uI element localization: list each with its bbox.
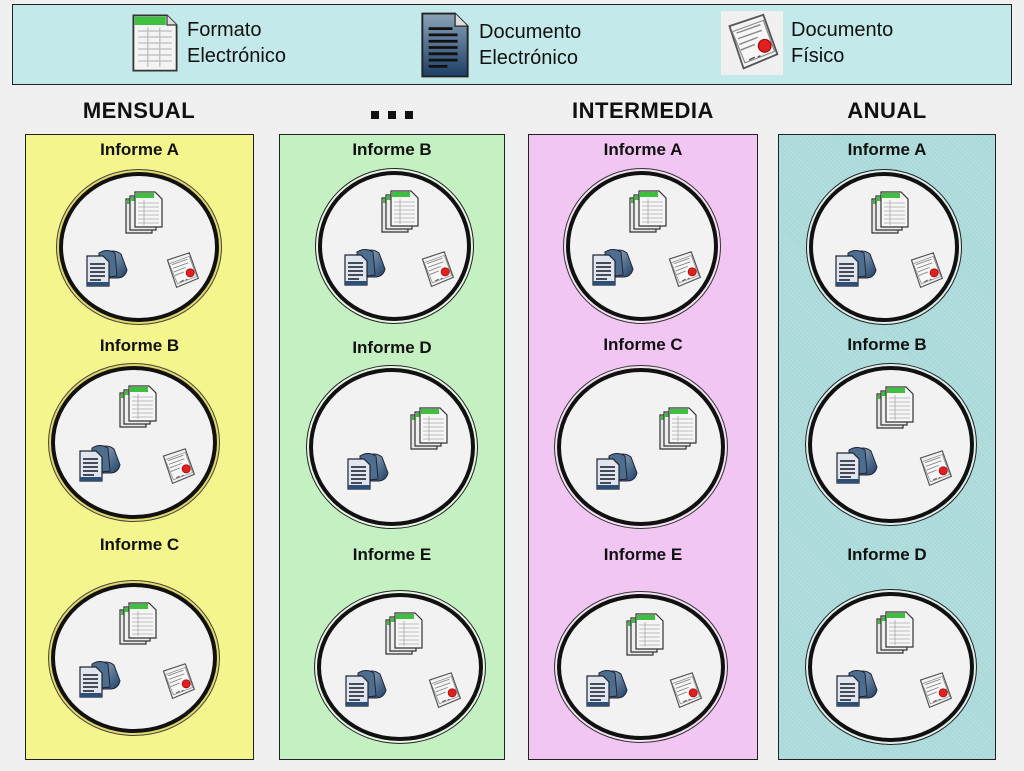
- report-title: Informe A: [100, 140, 179, 159]
- column-title-anual: ANUAL: [847, 98, 927, 123]
- report-title: Informe D: [847, 545, 927, 564]
- column-title-intermedia: INTERMEDIA: [572, 98, 714, 123]
- sealed-paper-document-icon: [906, 251, 946, 291]
- text-document-stack-icon: [834, 248, 878, 288]
- legend-panel: Formato Electrónico Documento Electrónic…: [12, 4, 1012, 85]
- report-document-set: [59, 172, 219, 322]
- report-document-set: [51, 366, 217, 519]
- spreadsheet-stack-icon: [875, 386, 915, 430]
- report-title: Informe D: [352, 338, 432, 357]
- text-document-stack-icon: [585, 668, 629, 708]
- text-document-stack-icon: [591, 247, 635, 287]
- column-mensual: Informe A Informe B Informe C: [25, 134, 254, 760]
- report-title: Informe B: [352, 140, 432, 159]
- text-document-stack-icon: [595, 451, 639, 491]
- report-title: Informe E: [352, 545, 432, 564]
- text-document-stack-icon: [78, 443, 122, 483]
- report-title: Informe C: [603, 335, 683, 354]
- text-document-stack-icon: [835, 668, 879, 708]
- text-document-stack-icon: [346, 451, 390, 491]
- legend-item-documento-electronico: Documento Electrónico: [419, 11, 581, 79]
- column-ellipsis: Informe B Informe D Informe E: [279, 134, 505, 760]
- text-document-stack-icon: [835, 445, 879, 485]
- report-title: Informe A: [603, 140, 683, 159]
- spreadsheet-stack-icon: [628, 190, 668, 234]
- column-intermedia: Informe A Informe C Informe E: [528, 134, 758, 760]
- report-title: Informe B: [847, 335, 927, 354]
- sealed-paper-document-icon: [665, 671, 705, 711]
- report-document-set: [557, 594, 725, 740]
- spreadsheet-stack-icon: [658, 407, 698, 451]
- report-title: Informe C: [99, 535, 180, 554]
- column-title-ellipsis: [279, 111, 505, 119]
- spreadsheet-stack-icon: [118, 602, 158, 646]
- spreadsheet-file-icon: [131, 11, 179, 75]
- report-document-set: [318, 171, 471, 321]
- sealed-paper-document-icon: [721, 11, 783, 75]
- spreadsheet-stack-icon: [124, 191, 164, 235]
- column-title-mensual: MENSUAL: [82, 98, 196, 123]
- report-document-set: [317, 593, 483, 741]
- legend-label: Documento Electrónico: [479, 21, 582, 69]
- ellipsis-dot: [388, 111, 396, 119]
- report-title: Informe B: [99, 336, 180, 355]
- legend-label: Documento Físico: [791, 19, 894, 67]
- report-document-set: [566, 171, 718, 321]
- legend-label: Formato Electrónico: [187, 19, 286, 67]
- sealed-paper-document-icon: [162, 251, 202, 291]
- column-anual: Informe A Informe B Informe D: [778, 134, 996, 760]
- report-document-set: [557, 368, 725, 526]
- report-title: Informe A: [847, 140, 927, 159]
- ellipsis-dot: [371, 111, 379, 119]
- spreadsheet-stack-icon: [870, 191, 910, 235]
- legend-item-formato-electronico: Formato Electrónico: [131, 11, 286, 75]
- legend-item-documento-fisico: Documento Físico: [721, 11, 893, 75]
- report-document-set: [808, 366, 974, 523]
- spreadsheet-stack-icon: [625, 613, 665, 657]
- spreadsheet-stack-icon: [118, 385, 158, 429]
- report-document-set: [309, 368, 475, 526]
- sealed-paper-document-icon: [424, 671, 464, 711]
- sealed-paper-document-icon: [915, 449, 955, 489]
- sealed-paper-document-icon: [664, 250, 704, 290]
- spreadsheet-stack-icon: [384, 612, 424, 656]
- sealed-paper-document-icon: [158, 662, 198, 702]
- text-document-stack-icon: [344, 668, 388, 708]
- spreadsheet-stack-icon: [875, 611, 915, 655]
- text-document-icon: [419, 11, 471, 79]
- text-document-stack-icon: [85, 248, 129, 288]
- sealed-paper-document-icon: [158, 447, 198, 487]
- text-document-stack-icon: [78, 659, 122, 699]
- spreadsheet-stack-icon: [409, 407, 449, 451]
- sealed-paper-document-icon: [915, 671, 955, 711]
- report-document-set: [51, 583, 217, 733]
- text-document-stack-icon: [343, 247, 387, 287]
- sealed-paper-document-icon: [417, 250, 457, 290]
- spreadsheet-stack-icon: [380, 190, 420, 234]
- ellipsis-dot: [405, 111, 413, 119]
- report-document-set: [808, 592, 974, 742]
- report-document-set: [809, 172, 959, 322]
- report-title: Informe E: [603, 545, 683, 564]
